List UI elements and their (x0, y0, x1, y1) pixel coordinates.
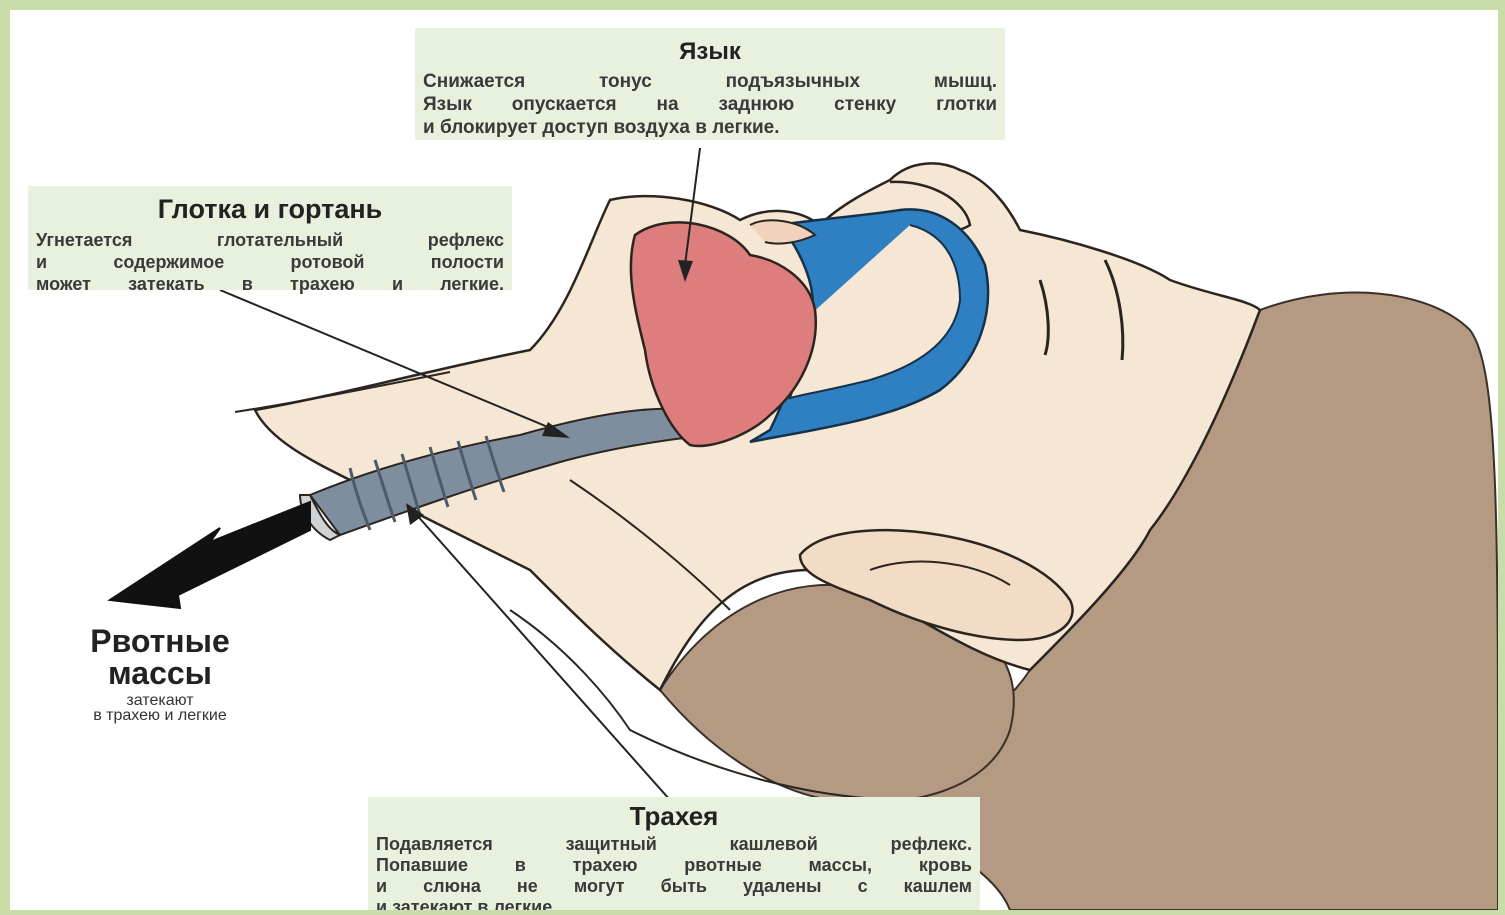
label-trachea-line-1: Подавляется защитный кашлевой рефлекс. (376, 834, 972, 855)
label-trachea-line-3: и слюна не могут быть удалены с кашлем (376, 876, 972, 897)
vomit-arrow (110, 502, 310, 608)
label-pharynx-line-3: может затекать в трахею и легкие. (36, 273, 504, 295)
label-tongue: Язык Снижается тонус подъязычных мышц. Я… (415, 28, 1005, 140)
label-trachea-title: Трахея (376, 801, 972, 832)
label-tongue-title: Язык (423, 38, 997, 66)
label-vomit-title-line-1: Рвотные (40, 625, 280, 657)
head-illustration (10, 10, 1498, 910)
label-tongue-line-1: Снижается тонус подъязычных мышц. (423, 70, 997, 93)
label-trachea: Трахея Подавляется защитный кашлевой реф… (368, 797, 980, 910)
label-vomit-title-line-2: массы (40, 657, 280, 689)
label-tongue-line-3: и блокирует доступ воздуха в легкие. (423, 116, 997, 139)
diagram-page: Язык Снижается тонус подъязычных мышц. Я… (10, 10, 1498, 910)
label-vomit-sub-line-1: затекают (40, 693, 280, 708)
label-pharynx-title: Глотка и гортань (36, 194, 504, 225)
label-vomit-sub-line-2: в трахею и легкие (40, 708, 280, 723)
label-tongue-line-2: Язык опускается на заднюю стенку глотки (423, 93, 997, 116)
label-trachea-line-2: Попавшие в трахею рвотные массы, кровь (376, 855, 972, 876)
label-pharynx-line-1: Угнетается глотательный рефлекс (36, 229, 504, 251)
label-trachea-line-4: и затекают в легкие. (376, 897, 972, 910)
label-vomit-subtitle: затекают в трахею и легкие (40, 693, 280, 723)
label-vomit: Рвотные массы затекают в трахею и легкие (40, 625, 280, 723)
label-pharynx-line-2: и содержимое ротовой полости (36, 251, 504, 273)
label-pharynx: Глотка и гортань Угнетается глотательный… (28, 186, 512, 290)
label-vomit-title: Рвотные массы (40, 625, 280, 689)
